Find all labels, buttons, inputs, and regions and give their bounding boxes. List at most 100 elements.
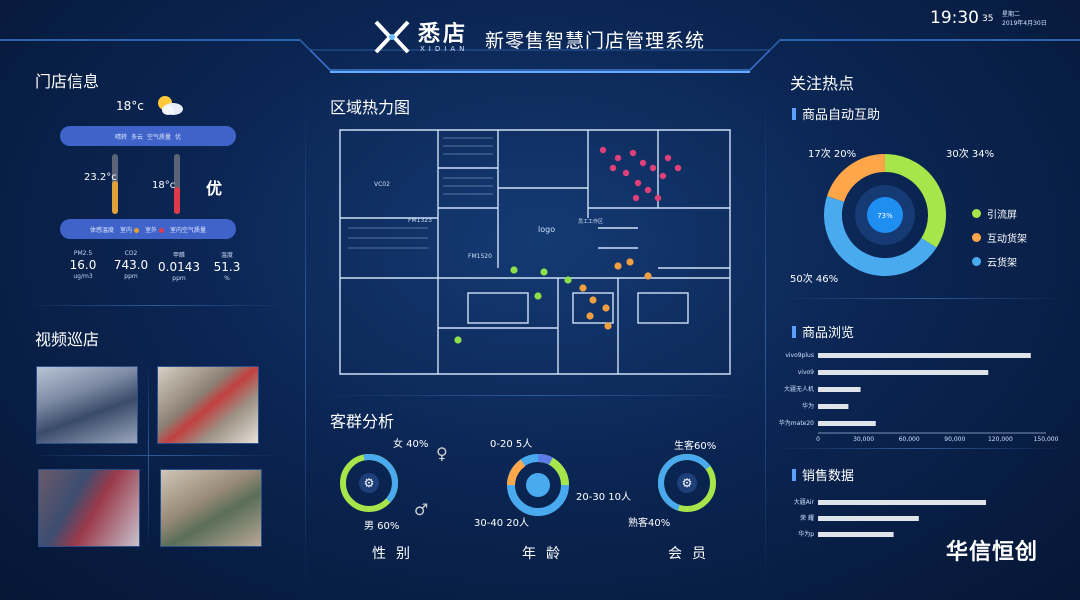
brand-name: 悉店 [418,22,469,47]
brand-name-en: XIDIAN [420,45,469,53]
weekday: 星期二 [1002,11,1021,18]
age-donut [507,454,569,516]
sales-bar [818,532,894,537]
legend-item-3: 云货架 [970,254,1027,269]
metric-pm25: PM2.5 16.0 ug/m3 [69,250,97,280]
age-seg1: 0-20 5人 [490,439,533,450]
heat-dot [604,322,612,330]
video-feed-3[interactable] [38,469,140,547]
browse-bar [818,421,876,426]
pie-legend: 引流屏 互动货架 云货架 [970,206,1027,269]
browse-tick: 150,000 [1034,436,1059,443]
heat-dot [674,164,682,172]
room-label-2: FM1323 [408,217,432,224]
legend-air: 室内空气质量 [170,226,207,234]
clock-seconds: 35 [982,14,994,24]
interaction-pie: 73% [824,154,946,276]
heat-dot [622,169,630,177]
inner-thermometer [112,154,118,214]
heat-dot [586,312,594,320]
heat-dot [540,268,548,276]
member-label: 会员 [668,546,716,562]
browse-bar [818,387,861,392]
system-title: 新零售智慧门店管理系统 [485,30,706,52]
pie-slice [884,154,946,248]
browse-bar [818,353,1031,358]
room-label-4: logo [538,225,555,234]
sales-cat-label: 荣 耀 [800,514,814,522]
weather-condition-2: 多云 [130,133,143,141]
watermark: 华信恒创 [946,540,1039,565]
sales-cat-label: 华为p [798,530,814,538]
male-icon: ♂ [414,500,429,519]
heat-dot [614,262,622,270]
browse-cat-label: 华为 [802,402,814,410]
heat-dot [634,179,642,187]
divider [30,455,280,456]
svg-text:⚙: ⚙ [682,476,693,490]
customer-title: 客群分析 [330,412,395,431]
temp-legend: 体感温度 室内 室外 室内空气质量 [60,219,236,239]
divider [305,90,306,590]
sales-cat-label: 大疆Air [794,498,815,506]
hotspot-title: 关注热点 [790,74,855,93]
heat-dot [564,276,572,284]
heat-dot [664,154,672,162]
heat-dot [534,292,542,300]
video-feed-2[interactable] [157,366,259,444]
room-label-5: 员工工作区 [578,218,603,225]
floor-plan[interactable]: VC02 FM1323 FM1520 logo 员工工作区 [338,128,732,376]
pie-center-value: 73% [877,212,893,220]
browse-bar [818,370,989,375]
divider [775,448,1065,449]
heat-dot [654,194,662,202]
metrics-row: PM2.5 16.0 ug/m3 CO2 743.0 ppm 甲醛 0.0143… [60,250,250,282]
brand-logo-icon [374,20,410,54]
video-feed-1[interactable] [36,366,138,444]
pie-label-a: 17次 20% [808,149,857,160]
sun-cloud-icon [158,96,183,115]
legend-label: 体感温度 [89,226,114,234]
browse-tick: 120,000 [988,436,1013,443]
heat-dot [644,186,652,194]
browse-tick: 90,000 [944,436,965,443]
video-feed-4[interactable] [160,469,262,547]
metric-co2: CO2 743.0 ppm [113,250,149,280]
pie-label-b: 30次 34% [946,149,995,160]
air-quality: 优 [206,179,223,198]
heat-dot [644,272,652,280]
outer-thermometer [174,154,180,214]
heat-dot [599,146,607,154]
browse-tick: 60,000 [899,436,920,443]
pie-label-c: 50次 46% [790,274,839,285]
pie-slice [824,196,937,276]
heat-dot [629,149,637,157]
heat-dot [626,258,634,266]
age-label: 年龄 [522,546,570,562]
heatmap-title: 区域热力图 [330,98,411,117]
interaction-title: 商品自动互助 [792,104,880,123]
browse-tick: 30,000 [853,436,874,443]
room-label-3: FM1520 [468,253,492,260]
divider [765,90,766,590]
date: 2019年4月30日 [1002,20,1047,27]
pie-center [867,197,903,233]
weather-bar: 晴转 多云 空气质量 优 [60,126,236,146]
air-quality-value: 优 [175,133,182,141]
female-icon: ♀ [436,444,448,463]
pie-slice [826,154,886,203]
legend-inner: 室内 [120,225,139,234]
outer-thermometer-fill [174,187,180,214]
outer-temp: 18°c [152,180,176,191]
browse-cat-label: vivo9 [798,369,814,376]
heat-dot [589,296,597,304]
gender-donut: ⚙ [340,454,398,512]
heat-dot [602,304,610,312]
browse-bar [818,404,849,409]
legend-outer: 室外 [145,225,165,234]
weather-condition: 晴转 [114,133,127,141]
metric-formaldehyde: 甲醛 0.0143 ppm [158,252,200,282]
browse-tick: 0 [816,436,820,443]
clock-time: 19:30 [930,8,979,28]
